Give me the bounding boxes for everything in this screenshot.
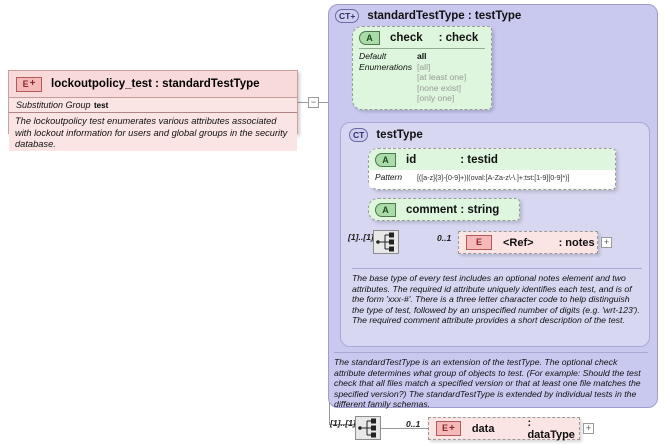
attribute-icon: A — [359, 30, 380, 45]
attribute-check-header: A check : check — [353, 27, 491, 48]
expand-toggle[interactable]: + — [601, 237, 612, 248]
element-icon-plus: + — [449, 422, 455, 434]
element-data-type: : dataType — [527, 416, 575, 441]
facet-pattern-label: Pattern — [375, 172, 403, 182]
complextype-testtype-header: CT testType — [349, 128, 423, 142]
attribute-check-facets: Default all Enumerations [all] [at least… — [353, 49, 491, 108]
element-icon-label: E — [441, 423, 448, 433]
element-title: lockoutpolicy_test : standardTestType — [51, 78, 260, 90]
attribute-comment-name: comment : string — [406, 203, 500, 216]
enum-value: [all] — [417, 61, 431, 72]
element-data-name: data — [471, 422, 495, 435]
connector-line — [381, 428, 428, 429]
enum-value: [none exist] — [417, 82, 461, 93]
collapse-toggle[interactable]: − — [308, 97, 319, 108]
attribute-check[interactable]: A check : check Default all Enumerations… — [352, 26, 492, 110]
attribute-check-type: : check — [438, 31, 479, 44]
attribute-id-name: id — [406, 153, 417, 166]
complextype-icon-plus: + — [350, 10, 356, 21]
facet-enumerations-label: Enumerations — [359, 61, 413, 72]
attribute-id-type: : testid — [460, 153, 498, 166]
notes-compositor-cardinality: [1]..[1] — [348, 232, 374, 242]
connector-line — [319, 102, 329, 103]
element-ref-name: <Ref> — [503, 236, 534, 249]
enum-value: [only one] — [417, 93, 455, 103]
element-icon-plus: + — [29, 78, 36, 89]
connector-line — [329, 424, 355, 425]
element-ref-notes[interactable]: E <Ref> : notes — [458, 231, 598, 254]
expand-toggle[interactable]: + — [583, 423, 594, 434]
enum-value: [at least one] — [417, 72, 467, 82]
facet-default-label: Default — [359, 51, 387, 61]
data-cardinality: 0..1 — [406, 419, 421, 429]
sequence-compositor-icon[interactable] — [355, 416, 381, 440]
facet-pattern-value: [([a-z]{3}-[0-9]+)|(oval:[A-Za-z\-\.]+:t… — [417, 173, 570, 182]
testtype-documentation: The base type of every test includes an … — [352, 268, 642, 326]
facet-default-value: all — [417, 51, 427, 61]
substitution-group-row: Substitution Group test — [9, 98, 297, 113]
attribute-icon: A — [375, 202, 396, 217]
notes-cardinality: 0..1 — [437, 233, 452, 243]
facet-enumerations-values: [all] [at least one] [none exist] [only … — [417, 62, 466, 104]
element-plus-icon[interactable]: E+ — [16, 76, 42, 92]
attribute-id-header: A id : testid — [369, 149, 615, 170]
complextype-title: standardTestType : testType — [367, 10, 522, 22]
attribute-icon: A — [375, 152, 396, 167]
sequence-compositor-icon[interactable] — [373, 230, 399, 254]
attribute-comment-header: A comment : string — [369, 199, 519, 220]
facet-enumerations: Enumerations [all] [at least one] [none … — [359, 62, 485, 104]
complextype-plus-icon[interactable]: CT+ — [335, 9, 360, 23]
divider — [359, 48, 485, 49]
substitution-group-value: test — [94, 100, 109, 110]
attribute-id-facets: Pattern [([a-z]{3}-[0-9]+)|(oval:[A-Za-z… — [369, 170, 615, 188]
element-documentation: The lockoutpolicy test enumerates variou… — [9, 113, 297, 151]
attribute-check-name: check — [390, 31, 423, 44]
element-icon-label: E — [22, 78, 29, 89]
element-data[interactable]: E+ data : dataType — [428, 416, 580, 441]
attribute-id[interactable]: A id : testid Pattern [([a-z]{3}-[0-9]+)… — [368, 148, 616, 190]
complextype-icon[interactable]: CT — [349, 128, 369, 142]
standardtesttype-documentation: The standardTestType is an extension of … — [334, 352, 648, 410]
data-compositor-cardinality: [1]..[1] — [330, 418, 356, 428]
complextype-header: CT+ standardTestType : testType — [335, 9, 521, 23]
substitution-group-label: Substitution Group — [16, 100, 91, 110]
element-header: E+ lockoutpolicy_test : standardTestType — [9, 71, 297, 98]
complextype-icon-label: CT — [339, 10, 351, 21]
element-plus-icon[interactable]: E+ — [436, 421, 461, 436]
facet-default: Default all — [359, 51, 485, 62]
complextype-testtype-title: testType — [376, 129, 423, 141]
connector-line — [298, 102, 308, 103]
element-icon: E — [466, 235, 492, 250]
attribute-comment[interactable]: A comment : string — [368, 198, 520, 221]
element-ref-type: : notes — [558, 236, 595, 249]
element-lockoutpolicy-test[interactable]: E+ lockoutpolicy_test : standardTestType… — [8, 70, 298, 151]
facet-pattern: Pattern [([a-z]{3}-[0-9]+)|(oval:[A-Za-z… — [375, 172, 609, 184]
